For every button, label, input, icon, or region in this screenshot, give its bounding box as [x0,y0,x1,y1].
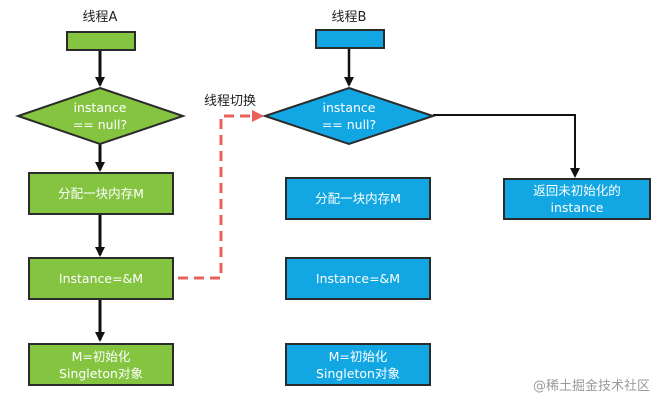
thread-a-alloc-box: 分配一块内存M [28,172,174,215]
thread-a-title: 线程A [82,10,118,25]
thread-b-title: 线程B [331,10,367,25]
thread-b-return-box: 返回未初始化的 instance [503,178,651,220]
thread-a-init-line2: Singleton对象 [59,365,143,381]
thread-b-init-line1: M=初始化 [328,348,388,364]
thread-b-init-box: M=初始化 Singleton对象 [285,343,431,386]
thread-b-return-line1: 返回未初始化的 [533,183,621,198]
thread-a-assign-text: Instance=&M [58,271,144,286]
thread-b-decision-text: instance == null? [289,99,409,133]
thread-b-decision-line2: == null? [321,117,377,132]
thread-b-assign-text: Instance=&M [315,271,401,286]
thread-a-alloc-text: 分配一块内存M [58,186,144,201]
thread-switch-label: 线程切换 [203,94,256,109]
thread-b-init-line2: Singleton对象 [316,365,400,381]
thread-a-decision-text: instance == null? [40,99,160,133]
thread-a-start-box [66,31,136,51]
thread-b-alloc-box: 分配一块内存M [285,177,431,220]
thread-a-decision-line2: == null? [72,117,128,132]
thread-a-decision-line1: instance [73,100,127,115]
thread-b-decision-line1: instance [322,100,376,115]
thread-a-init-box: M=初始化 Singleton对象 [28,343,174,386]
thread-b-start-box [315,29,385,49]
thread-a-assign-box: Instance=&M [28,257,174,300]
thread-b-decision-diamond [261,86,437,146]
thread-switch-arrow [178,110,264,280]
thread-b-assign-box: Instance=&M [285,257,431,300]
watermark: @稀土掘金技术社区 [532,379,650,394]
thread-b-alloc-text: 分配一块内存M [315,191,401,206]
thread-b-return-line2: instance [550,200,604,215]
arrow-b-decision-to-return [433,114,580,178]
thread-a-decision-diamond [14,86,187,146]
thread-a-init-line1: M=初始化 [71,348,131,364]
